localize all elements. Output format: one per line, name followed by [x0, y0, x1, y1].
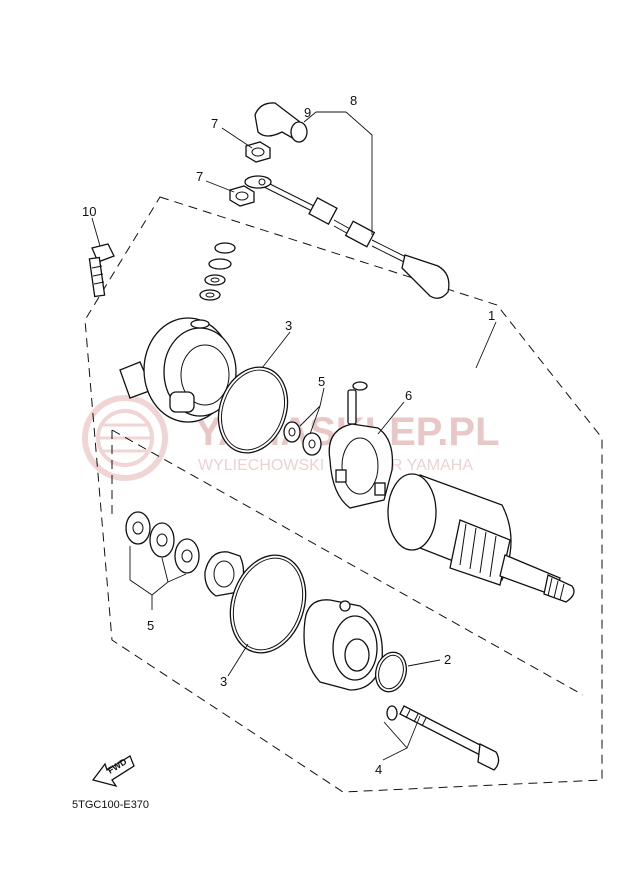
callout-9: 9: [304, 105, 311, 120]
inner-assembly-outline: [111, 429, 584, 696]
nut-upper: [245, 141, 271, 163]
rear-cover: [119, 317, 237, 423]
callout-1: 1: [488, 308, 495, 323]
armature: [387, 473, 575, 603]
washers-lower: [125, 511, 200, 574]
callout-3-upper: 3: [285, 318, 292, 333]
leader-lines: [91, 111, 497, 761]
callout-10: 10: [82, 204, 96, 219]
o-ring-lower: [229, 554, 307, 654]
through-bolt: [386, 705, 500, 771]
callout-8: 8: [350, 93, 357, 108]
terminal-lead-assembly: [244, 102, 450, 299]
washers-upper: [283, 421, 322, 456]
callout-3-lower: 3: [220, 674, 227, 689]
callouts: 1 2 3 3 4 5 5 6 7 7 8 9 10: [82, 93, 495, 777]
bolt-10: [88, 243, 115, 298]
o-ring-2: [374, 651, 408, 693]
terminal-washers: [199, 242, 236, 301]
front-cover: [303, 599, 383, 691]
o-ring-upper: [217, 366, 289, 454]
callout-7-lower: 7: [196, 169, 203, 184]
fwd-arrow-icon: FWD: [91, 755, 135, 788]
callout-4: 4: [375, 762, 382, 777]
callout-6: 6: [405, 388, 412, 403]
assembly-outline: [84, 196, 603, 793]
nut-lower: [229, 185, 255, 207]
callout-5-upper: 5: [318, 374, 325, 389]
watermark-logo: [82, 395, 168, 481]
callout-7-upper: 7: [211, 116, 218, 131]
diagram-code: 5TGC100-E370: [72, 799, 149, 811]
brush-holder: [328, 381, 394, 509]
callout-2: 2: [444, 652, 451, 667]
callout-5-lower: 5: [147, 618, 154, 633]
